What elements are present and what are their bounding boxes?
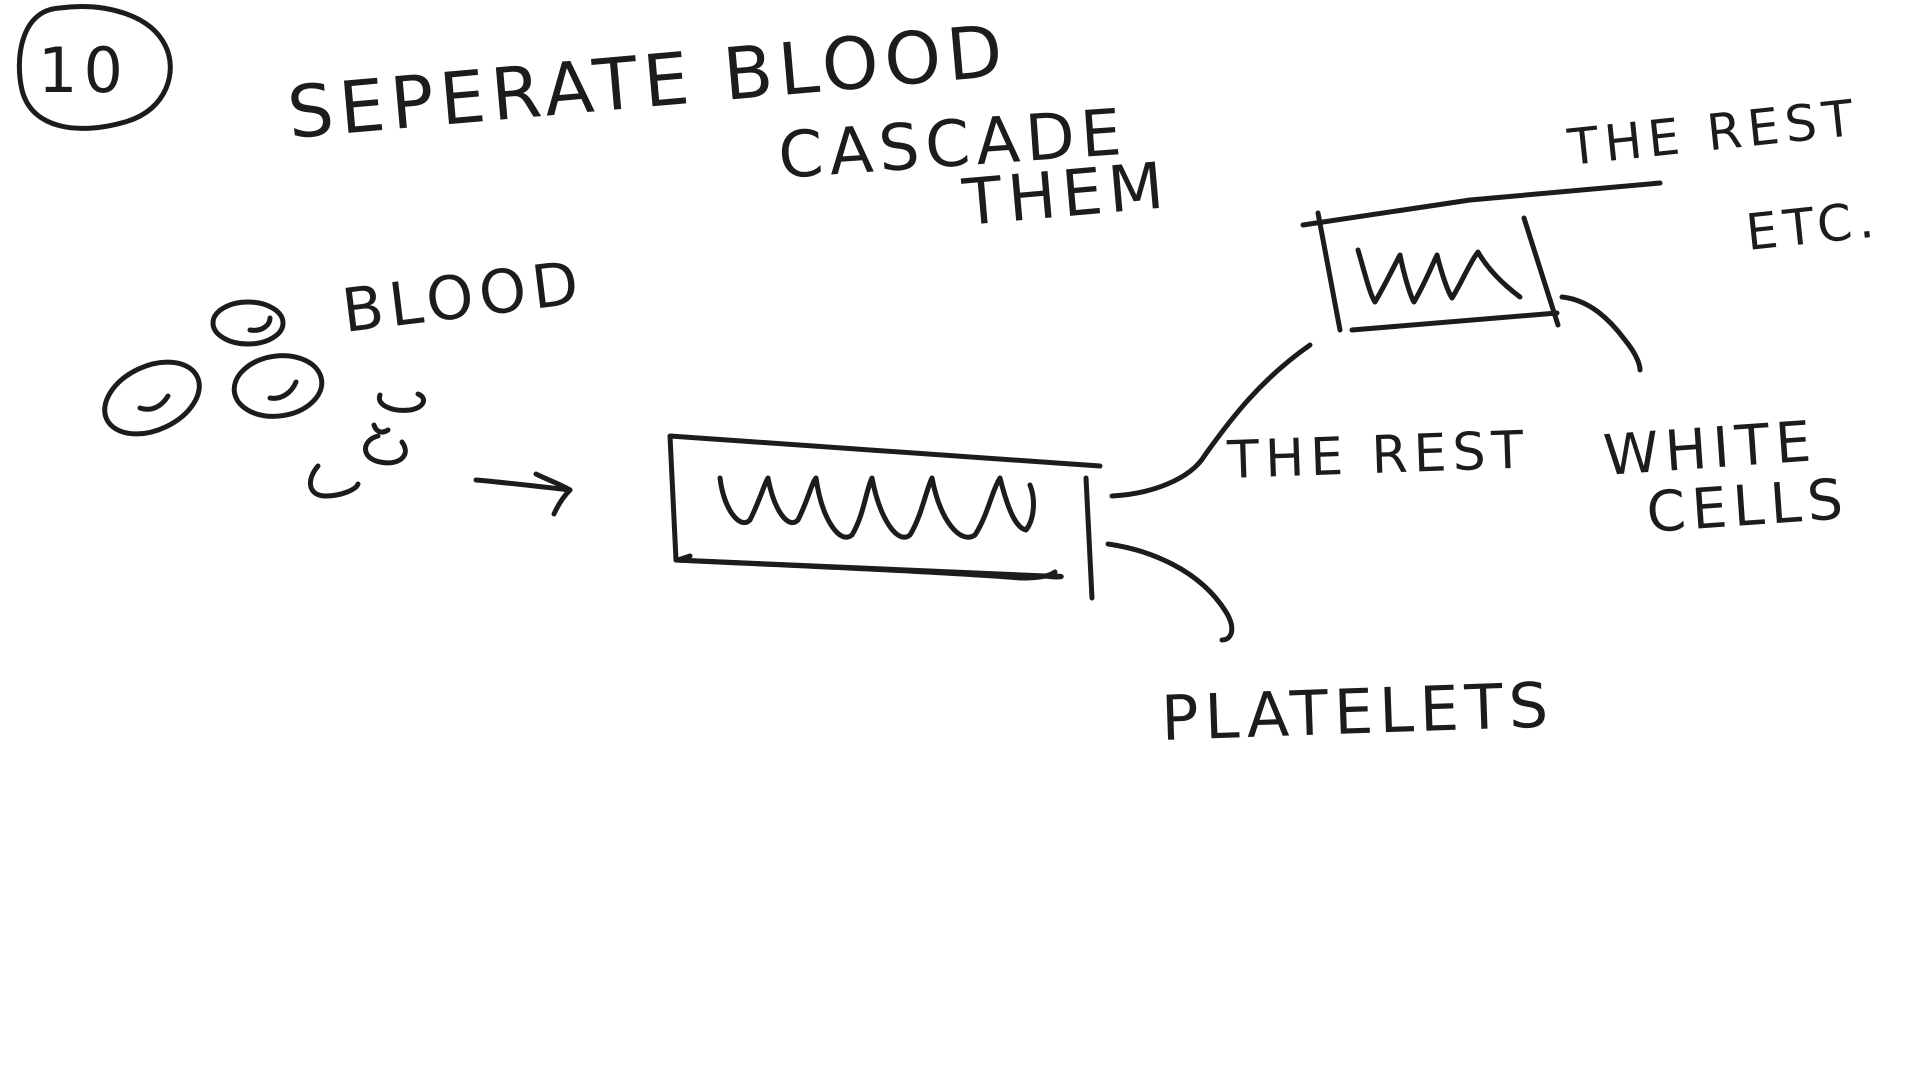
label-white-cells-line-2: CELLS — [1644, 467, 1850, 546]
branch-to-platelets — [1105, 541, 1235, 643]
label-the-rest-top: THE REST — [1564, 89, 1862, 177]
centrifuge-small — [1300, 180, 1663, 333]
blood-cell-middle — [231, 353, 325, 419]
centrifuge-large-bottom — [673, 557, 1058, 581]
title-line-3: THEM — [959, 149, 1173, 241]
arrow-shaft — [473, 477, 573, 493]
label-etc: ETC. — [1743, 190, 1882, 262]
branch-to-white-cells — [1559, 294, 1643, 373]
centrifuge-large — [667, 433, 1103, 601]
arrow-head — [533, 471, 573, 517]
page-number-badge: 10 — [16, 4, 173, 131]
blood-cells-drawing — [102, 299, 426, 499]
platelet-2 — [363, 433, 408, 466]
arrow-to-centrifuge — [473, 471, 573, 517]
blood-cell-large-left — [102, 359, 202, 437]
platelet-3 — [308, 463, 361, 499]
platelet-4 — [371, 422, 391, 435]
centrifuge-small-spring — [1355, 247, 1523, 305]
centrifuge-large-spring — [717, 475, 1036, 540]
blood-cell-middle-dimple — [267, 379, 299, 401]
centrifuge-small-frame — [1300, 180, 1663, 333]
blood-cell-large-left-dimple — [137, 393, 171, 412]
branch-to-small-centrifuge — [1109, 342, 1313, 499]
label-the-rest-middle: THE REST — [1225, 420, 1530, 491]
blood-cell-top — [210, 299, 286, 347]
platelet-1 — [376, 391, 426, 413]
label-white-cells-line-1: WHITE — [1601, 409, 1819, 489]
centrifuge-large-frame — [667, 433, 1103, 601]
label-platelets: PLATELETS — [1160, 668, 1555, 755]
blood-cell-top-dimple — [247, 315, 273, 333]
page-number-circle — [16, 4, 173, 131]
label-blood: BLOOD — [338, 248, 588, 347]
page-number: 10 — [38, 34, 129, 107]
